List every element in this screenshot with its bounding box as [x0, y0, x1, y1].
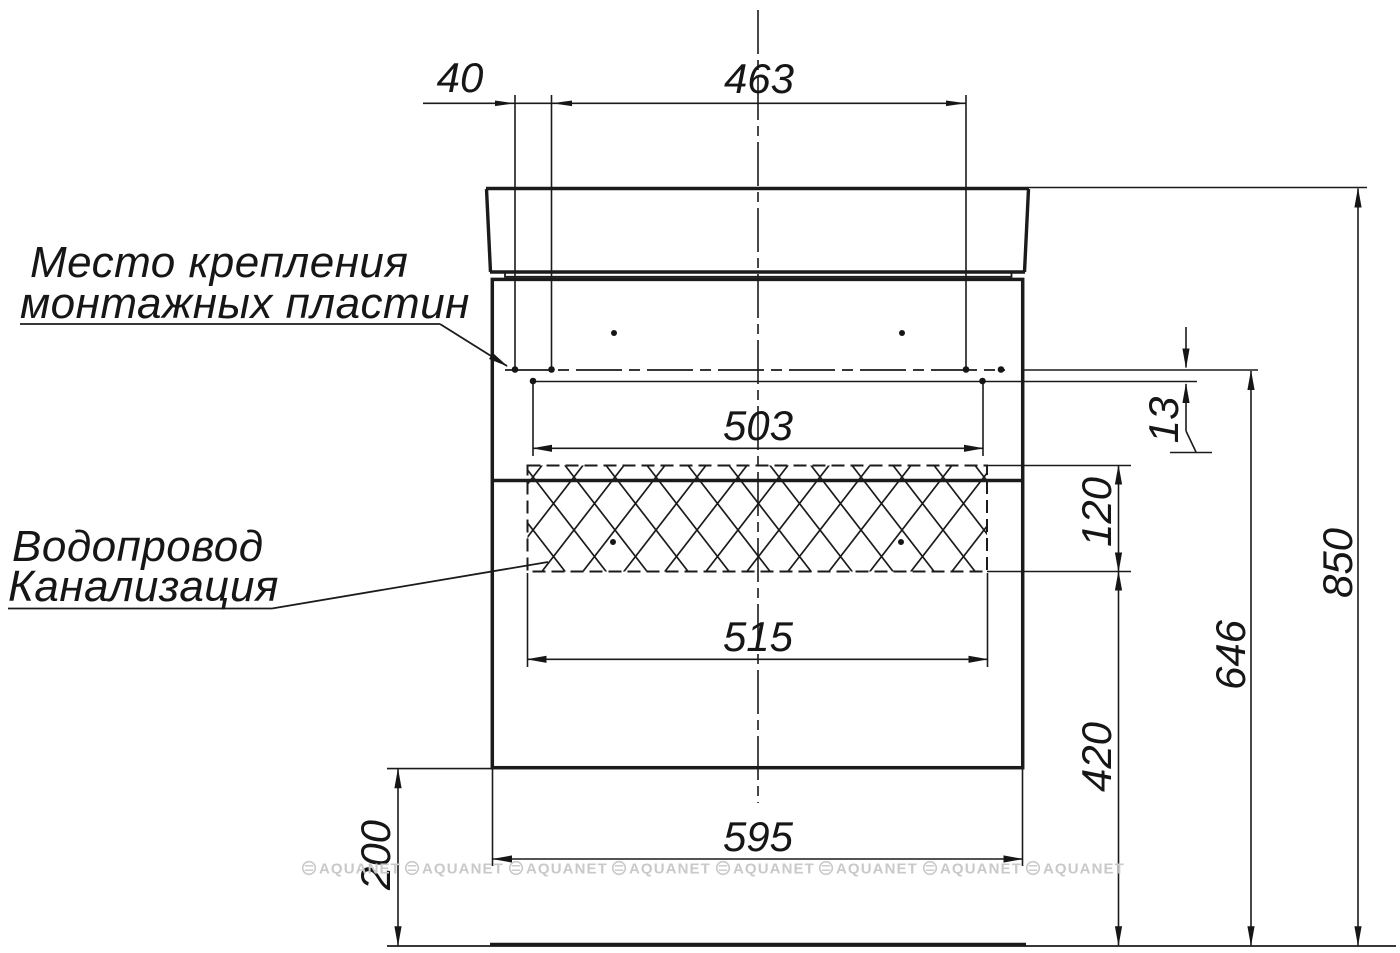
watermark: AQUANET [818, 861, 918, 878]
watermark: AQUANET [404, 861, 504, 878]
dim-646: 646 [1207, 619, 1254, 690]
mounting-plate-lines [505, 369, 1258, 383]
callout-labels: Место крепления монтажных пластин Водопр… [8, 238, 470, 611]
watermark: AQUANET [301, 861, 401, 878]
dim-13: 13 [1140, 397, 1187, 444]
watermark-text: AQUANET [526, 861, 608, 878]
watermark: AQUANET [922, 861, 1022, 878]
watermark-text: AQUANET [836, 861, 918, 878]
watermark: AQUANET [715, 861, 815, 878]
extension-lines [387, 95, 1367, 866]
watermark-text: AQUANET [1043, 861, 1125, 878]
leader-lines [8, 323, 549, 610]
watermark-text: AQUANET [629, 861, 711, 878]
dim-420: 420 [1073, 721, 1120, 792]
watermark-text: AQUANET [319, 861, 401, 878]
dim-463: 463 [724, 55, 794, 102]
watermark-text: AQUANET [733, 861, 815, 878]
watermark-text: AQUANET [422, 861, 504, 878]
watermark-text: AQUANET [940, 861, 1022, 878]
dim-595: 595 [723, 813, 794, 860]
mounting-plates-label-line1: Место крепления [30, 238, 408, 287]
fixing-dots [511, 330, 1005, 545]
plumbing-label-line2: Канализация [8, 562, 279, 611]
dim-40: 40 [437, 54, 484, 101]
floor-line [387, 942, 1396, 947]
dim-515: 515 [723, 613, 794, 660]
watermark-layer: AQUANET AQUANET AQUANET AQUANET AQUANET AQUAN… [301, 861, 1125, 878]
watermark: AQUANET [1025, 861, 1125, 878]
watermark: AQUANET [611, 861, 711, 878]
dim-850: 850 [1314, 527, 1361, 598]
dim-503: 503 [723, 402, 793, 449]
mounting-plates-label-line2: монтажных пластин [20, 279, 470, 328]
plumbing-label-leader [271, 561, 549, 610]
plumbing-label-line1: Водопровод [12, 522, 264, 571]
mounting-label-leader [439, 323, 508, 367]
dim-120: 120 [1073, 476, 1120, 547]
top-dimension-arrows [495, 100, 966, 107]
dim-200: 200 [352, 819, 399, 891]
watermark: AQUANET [508, 861, 608, 878]
